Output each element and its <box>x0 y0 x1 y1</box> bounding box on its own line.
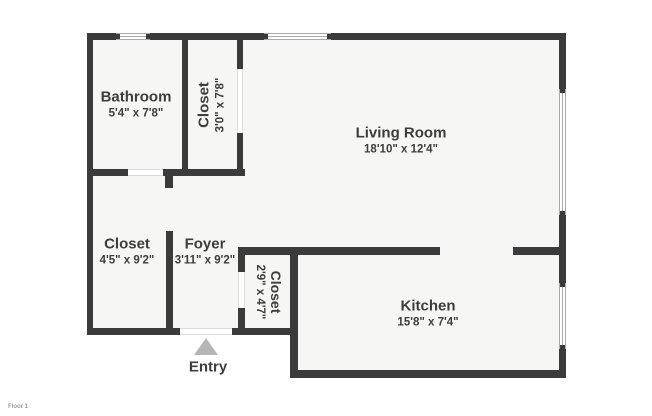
room-label-kitchen: Kitchen 15'8" x 7'4" <box>397 298 458 331</box>
wall-bathroom-closet-divider <box>182 40 188 176</box>
window-living-right <box>559 89 566 215</box>
room-name: Closet <box>195 82 213 128</box>
room-label-closet-top: Closet 3'0" x 7'8" <box>196 78 229 133</box>
wall-foyer-closet-divider <box>166 231 173 335</box>
window-bathroom-top <box>116 33 150 40</box>
window-pane-line <box>120 35 146 37</box>
room-dims: 3'0" x 7'8" <box>214 77 227 133</box>
wall-closet-small-left-upper <box>238 255 245 272</box>
floor-area-kitchen <box>290 247 566 378</box>
wall-kitchen-top-right-segment <box>513 247 559 255</box>
room-label-closet-left: Closet 4'5" x 9'2" <box>100 236 155 269</box>
window-pane-line <box>561 287 563 345</box>
window-cap <box>116 34 120 39</box>
room-label-foyer: Foyer 3'11" x 9'2" <box>175 236 236 269</box>
wall-closet-top-right-upper <box>237 40 243 69</box>
wall-kitchen-left <box>290 255 298 370</box>
wall-kitchen-top-left-segment <box>238 247 440 255</box>
entry-door-opening <box>180 328 232 335</box>
room-dims: 3'11" x 9'2" <box>174 254 236 267</box>
room-label-living-room: Living Room 18'10" x 12'4" <box>356 125 447 158</box>
room-dims: 18'10" x 12'4" <box>364 143 438 156</box>
wall-left <box>87 33 93 335</box>
window-cap <box>146 34 150 39</box>
window-cap <box>264 34 268 39</box>
room-name: Kitchen <box>400 297 456 315</box>
window-cap <box>560 211 565 215</box>
room-label-bathroom: Bathroom 5'4" x 7'8" <box>101 89 172 122</box>
wall-closet-top-right-lower <box>237 133 243 176</box>
window-living-top <box>264 33 331 40</box>
room-label-closet-small: Closet 2'9" x 4'7" <box>252 265 284 320</box>
window-cap <box>560 345 565 349</box>
room-name: Closet <box>267 270 284 314</box>
window-cap <box>327 34 331 39</box>
closet-small-door-opening <box>238 272 245 308</box>
room-name: Foyer <box>184 235 226 253</box>
window-cap <box>560 89 565 93</box>
wall-bottom-left-segment <box>87 328 180 335</box>
floor-note: Floor 1 <box>8 404 29 410</box>
room-name: Closet <box>104 235 150 253</box>
closet-top-door-opening <box>237 69 243 133</box>
window-pane-line <box>561 93 563 211</box>
room-dims: 15'8" x 7'4" <box>397 316 459 329</box>
entry-arrow-icon <box>194 338 218 355</box>
wall-bathroom-bottom-right <box>163 169 245 176</box>
wall-hall-stub <box>165 176 173 188</box>
room-dims: 4'5" x 9'2" <box>99 254 155 267</box>
room-name: Living Room <box>355 124 447 142</box>
wall-bathroom-bottom-left <box>87 169 128 176</box>
window-cap <box>560 283 565 287</box>
wall-kitchen-bottom <box>290 370 566 378</box>
window-pane-line <box>268 35 327 37</box>
room-dims: 2'9" x 4'7" <box>254 264 266 320</box>
bathroom-door-opening <box>128 169 163 176</box>
wall-bottom-right-segment <box>232 328 298 335</box>
window-kitchen-right <box>559 283 566 349</box>
entry-label: Entry <box>188 358 228 376</box>
room-dims: 5'4" x 7'8" <box>108 107 164 120</box>
room-name: Bathroom <box>100 88 172 106</box>
wall-closet-small-left-lower <box>238 308 245 328</box>
